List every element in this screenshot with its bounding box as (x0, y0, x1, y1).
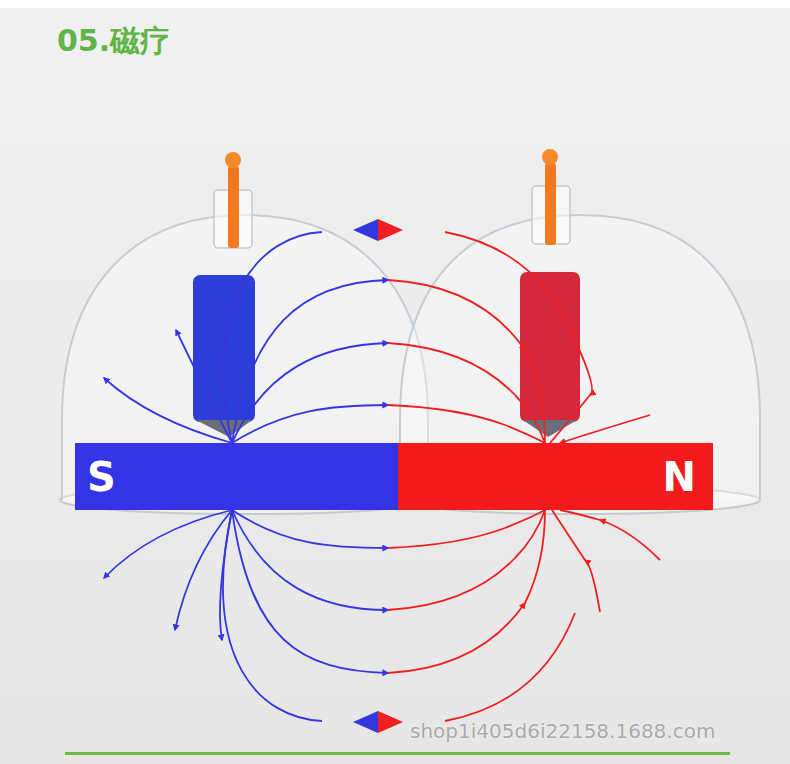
field-line (232, 510, 388, 673)
field-line (388, 603, 525, 673)
field-line (560, 510, 600, 520)
needle-north (378, 219, 403, 241)
watermark: shop1i405d6i22158.1688.com (410, 720, 715, 742)
field-line (232, 405, 388, 443)
field-line (232, 280, 388, 443)
field-line (552, 510, 585, 560)
field-line (104, 378, 232, 443)
valve-knob (542, 149, 558, 165)
needle-north (378, 711, 403, 733)
cupping-cup-left (60, 152, 430, 514)
field-line (600, 520, 660, 560)
compass-needle (353, 219, 403, 241)
pole-letter: S (87, 457, 116, 497)
field-line (445, 232, 575, 340)
valve-stem (545, 163, 556, 245)
field-line (220, 510, 232, 640)
field-line (232, 510, 388, 610)
field-line (223, 510, 322, 721)
field-line (560, 415, 650, 443)
field-line (104, 510, 232, 578)
field-line (505, 425, 545, 443)
valve-knob (225, 152, 241, 168)
field-line (585, 560, 600, 612)
top-band (0, 0, 790, 8)
field-line (525, 350, 545, 443)
needle-south (353, 219, 378, 241)
magnet-pole: S (75, 443, 398, 510)
field-line (388, 558, 515, 610)
pole-letter: N (663, 457, 696, 497)
field-line (388, 280, 525, 350)
valve-stem (228, 166, 239, 248)
field-line (232, 343, 388, 443)
magnet-tip (523, 420, 577, 437)
field-line (388, 343, 515, 395)
field-line (515, 510, 545, 558)
divider-line (65, 752, 730, 755)
field-line (525, 510, 545, 603)
field-line (232, 510, 388, 548)
field-line (223, 232, 322, 443)
compass-needle (353, 711, 403, 733)
field-line (445, 613, 575, 721)
field-line (388, 405, 505, 425)
field-line (388, 528, 505, 548)
needle-south (353, 711, 378, 733)
section-title: 05.磁疗 (57, 24, 170, 57)
magnet-pole: N (398, 443, 713, 510)
field-line (575, 340, 592, 395)
